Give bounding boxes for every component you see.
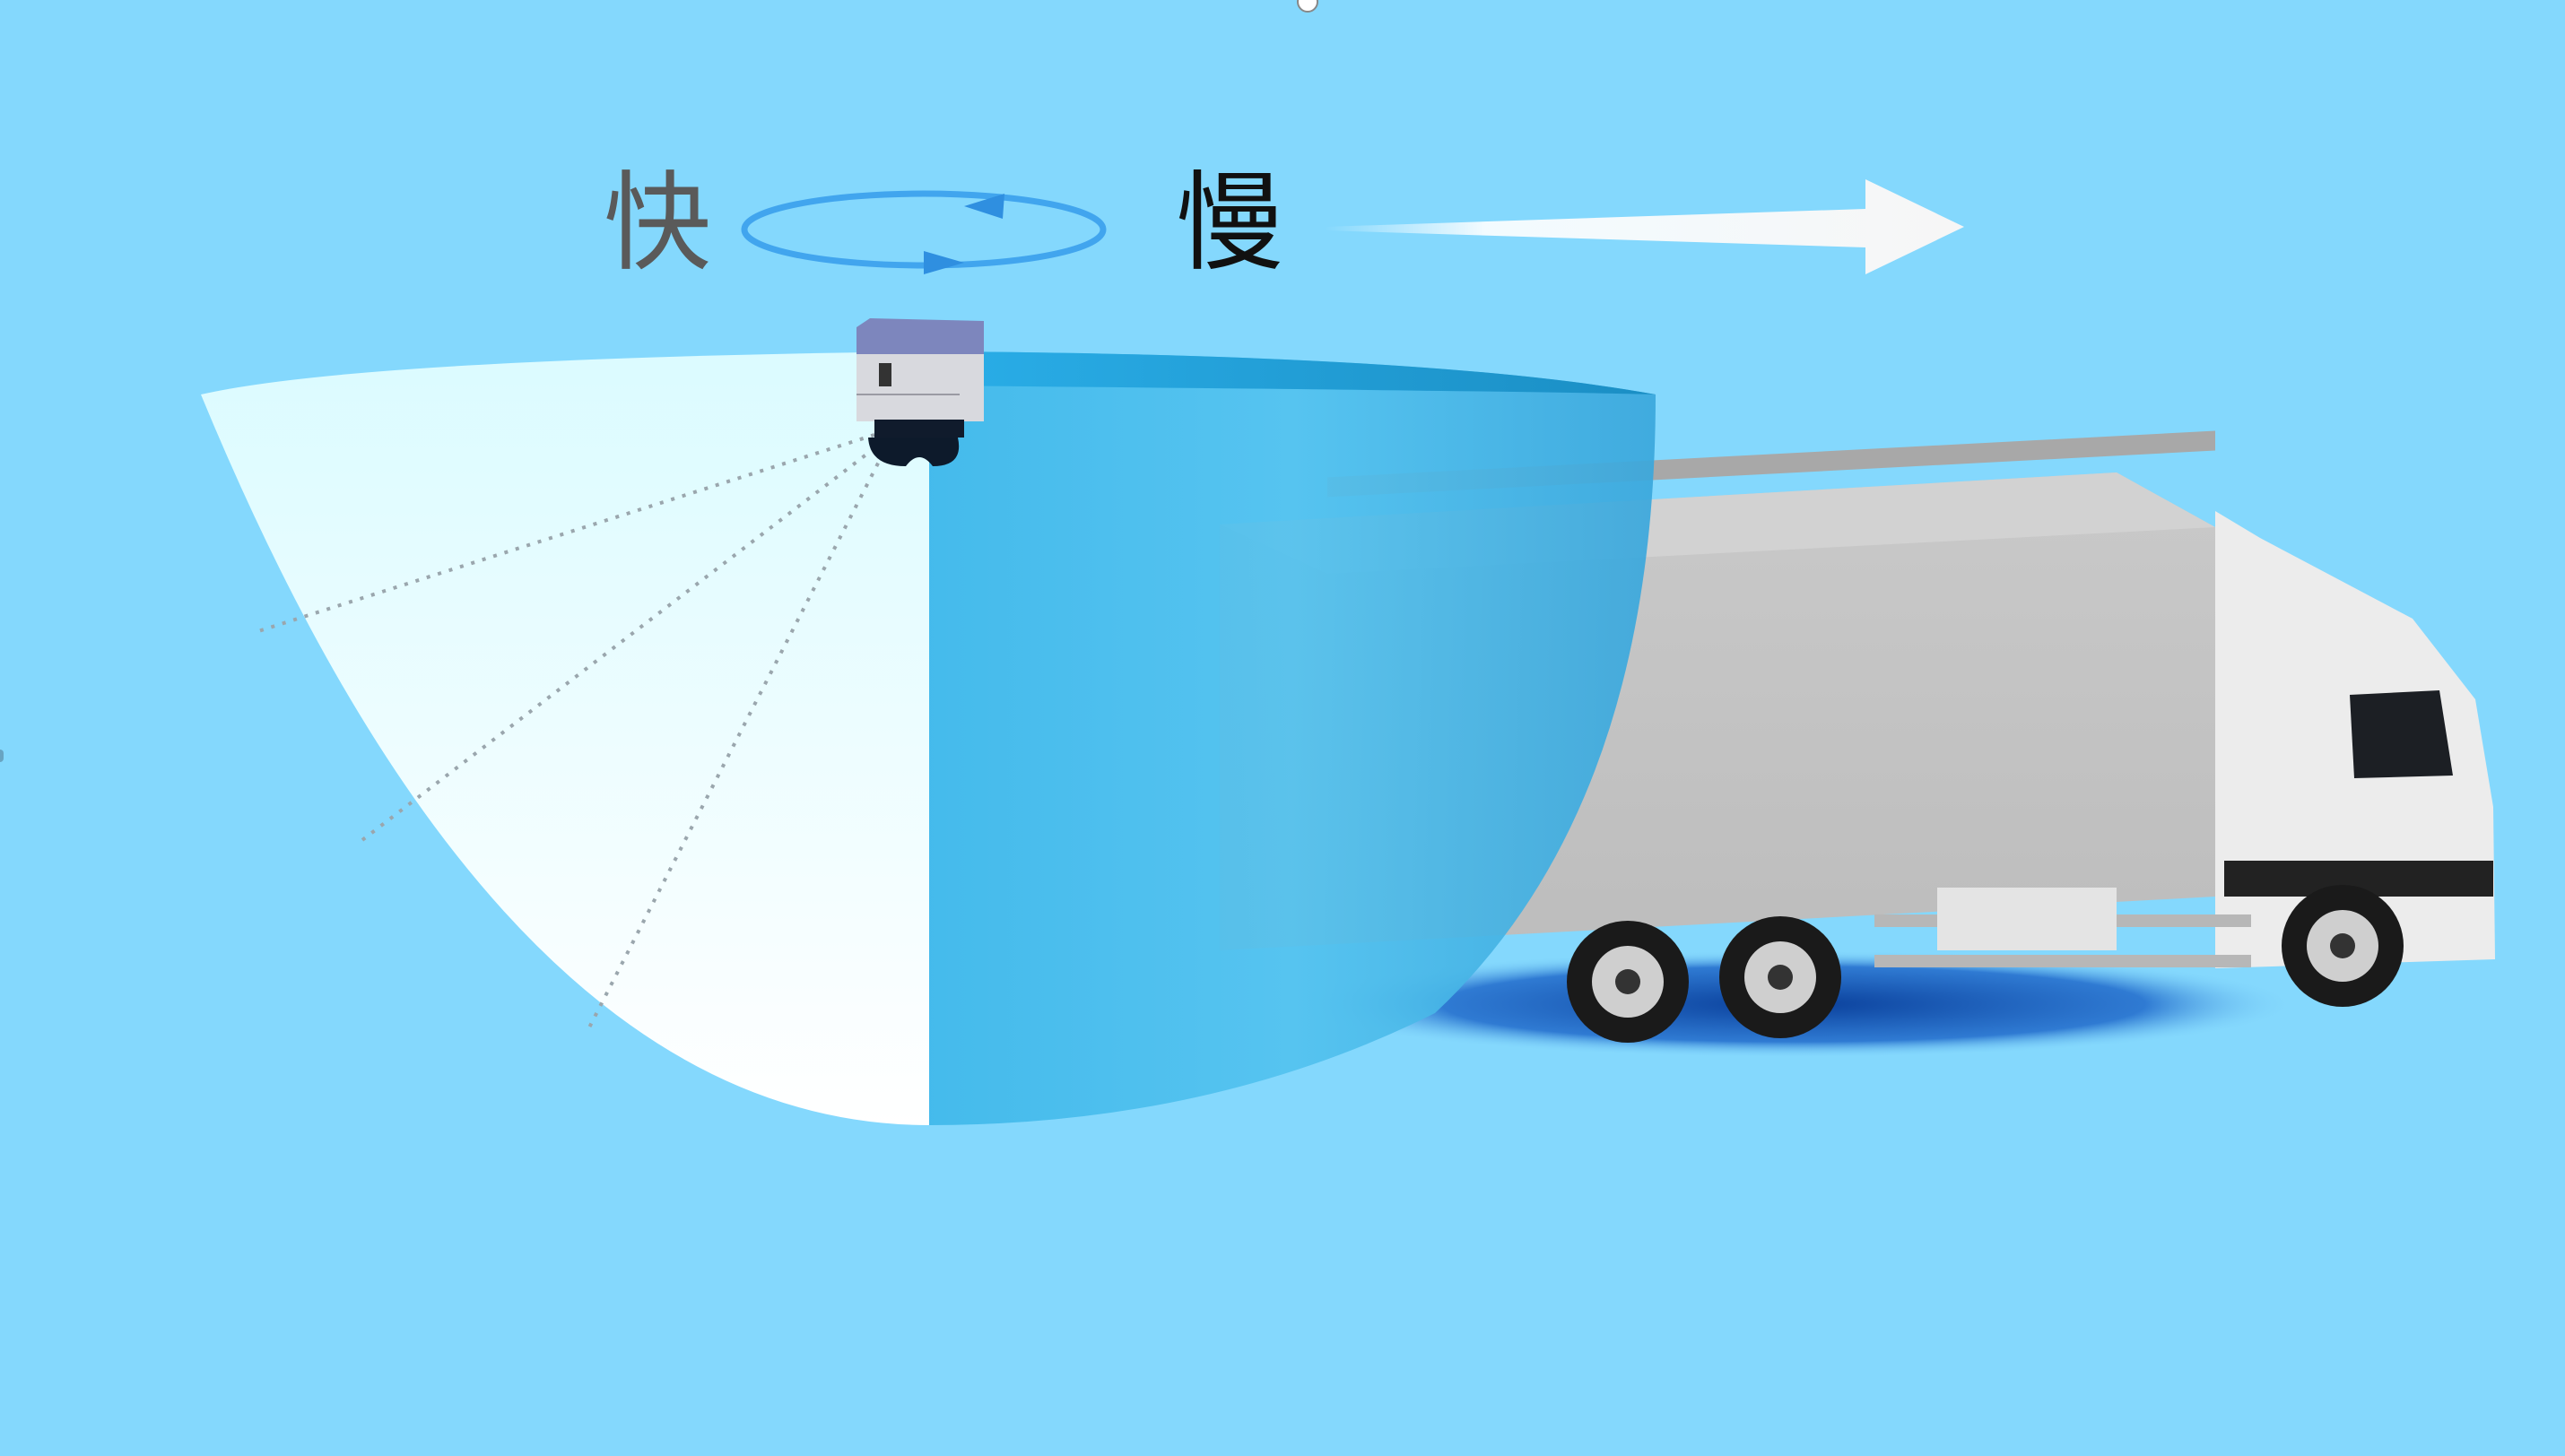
rotate-cycle-icon	[741, 190, 1107, 274]
fov-left-sector	[201, 351, 929, 1125]
right-arrow-icon	[1325, 179, 1964, 274]
slow-label: 慢	[1176, 161, 1283, 286]
edge-marker	[0, 750, 4, 762]
wheel	[1567, 921, 1689, 1043]
ptz-camera-icon	[856, 318, 984, 466]
fov-right-sector	[929, 351, 1656, 1125]
fast-label: 快	[604, 161, 711, 286]
